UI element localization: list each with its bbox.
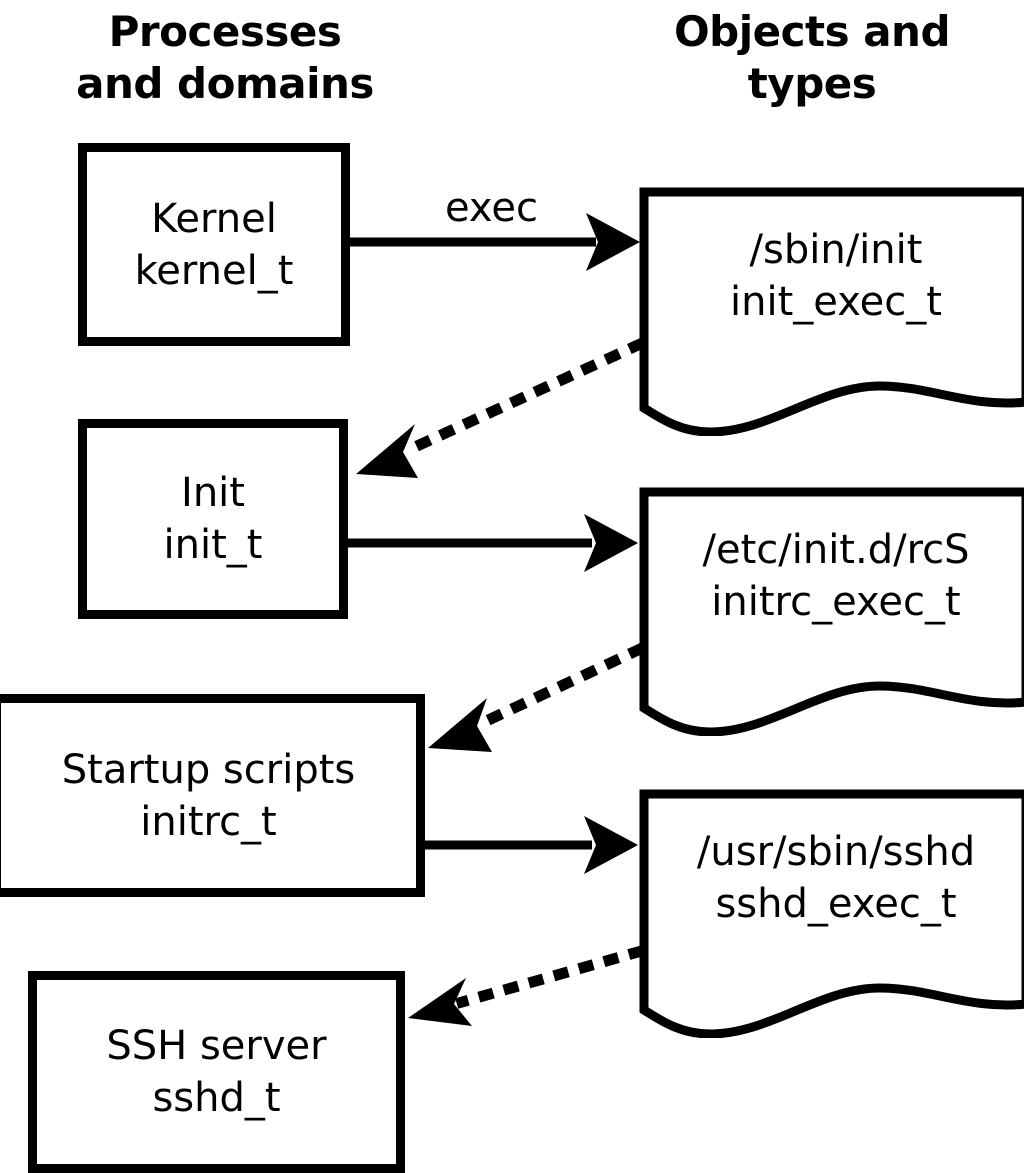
object-doc-etc-initd-rcs[interactable] xyxy=(630,480,1024,736)
edge-init-to-etc-initd-rcs xyxy=(345,514,638,572)
object-doc-sbin-init-label: /sbin/init init_exec_t xyxy=(730,227,942,325)
process-box-startup-scripts-name: Startup scripts xyxy=(61,746,356,793)
arrowhead-icon xyxy=(428,698,492,752)
document-shape-icon xyxy=(639,187,1024,436)
object-doc-sbin-init[interactable] xyxy=(630,180,1024,436)
process-box-ssh-server-name: SSH server xyxy=(106,1023,327,1069)
column-header-objects: Objects and types xyxy=(673,7,951,108)
document-shape-icon xyxy=(639,789,1024,1038)
process-box-init[interactable]: Init init_t xyxy=(78,419,348,619)
document-shape-icon xyxy=(639,487,1024,736)
edge-usr-sbin-sshd-to-ssh-server xyxy=(408,945,645,1026)
process-box-ssh-server[interactable]: SSH server sshd_t xyxy=(28,971,405,1173)
process-box-init-type: init_t xyxy=(163,522,263,568)
process-box-startup-scripts[interactable]: Startup scripts initrc_t xyxy=(0,694,425,897)
object-doc-usr-sbin-sshd[interactable] xyxy=(630,782,1024,1038)
process-box-kernel-type: kernel_t xyxy=(134,247,294,294)
process-box-ssh-server-type: sshd_t xyxy=(152,1075,281,1121)
arrowhead-icon xyxy=(408,978,472,1026)
object-doc-usr-sbin-sshd-label: /usr/sbin/sshd sshd_exec_t xyxy=(696,829,976,927)
edge-label-exec: exec xyxy=(445,185,538,231)
process-box-kernel[interactable]: Kernel kernel_t xyxy=(78,143,350,346)
edge-startup-scripts-to-usr-sbin-sshd xyxy=(425,816,638,874)
arrowhead-icon xyxy=(356,424,418,478)
process-box-init-name: Init xyxy=(181,470,245,516)
edge-sbin-init-to-init xyxy=(356,337,646,478)
object-doc-etc-initd-rcs-label: /etc/init.d/rcS initrc_exec_t xyxy=(702,527,970,625)
process-box-startup-scripts-type: initrc_t xyxy=(140,798,277,845)
column-header-processes: Processes and domains xyxy=(76,7,374,108)
process-box-kernel-name: Kernel xyxy=(151,195,277,242)
edge-etc-initd-rcs-to-startup-scripts xyxy=(428,642,646,752)
